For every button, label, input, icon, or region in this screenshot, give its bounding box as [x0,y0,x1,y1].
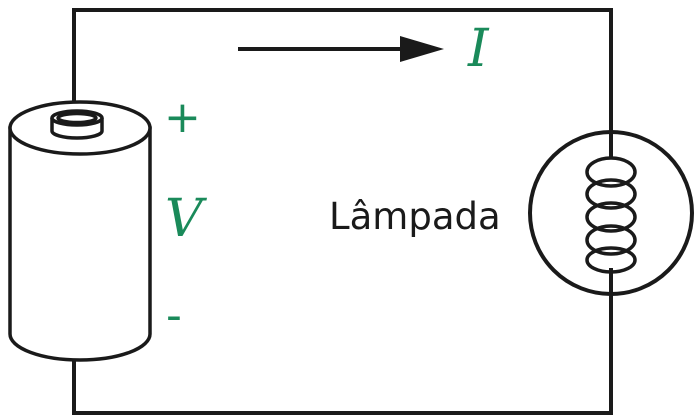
bottom-wire [72,292,613,415]
battery-terminal-cap [56,111,98,125]
lamp-label: Lâmpada [329,195,501,238]
lamp-icon [528,130,694,296]
battery-icon [8,100,152,362]
battery-body [8,126,152,362]
lamp-filament [585,156,637,274]
top-wire [72,8,613,134]
circuit-wires [72,8,613,415]
plus-sign: + [164,92,201,143]
arrow-right-icon [238,36,444,62]
minus-sign: - [166,290,182,341]
current-label: I [467,19,490,79]
voltage-label: V [165,189,207,249]
